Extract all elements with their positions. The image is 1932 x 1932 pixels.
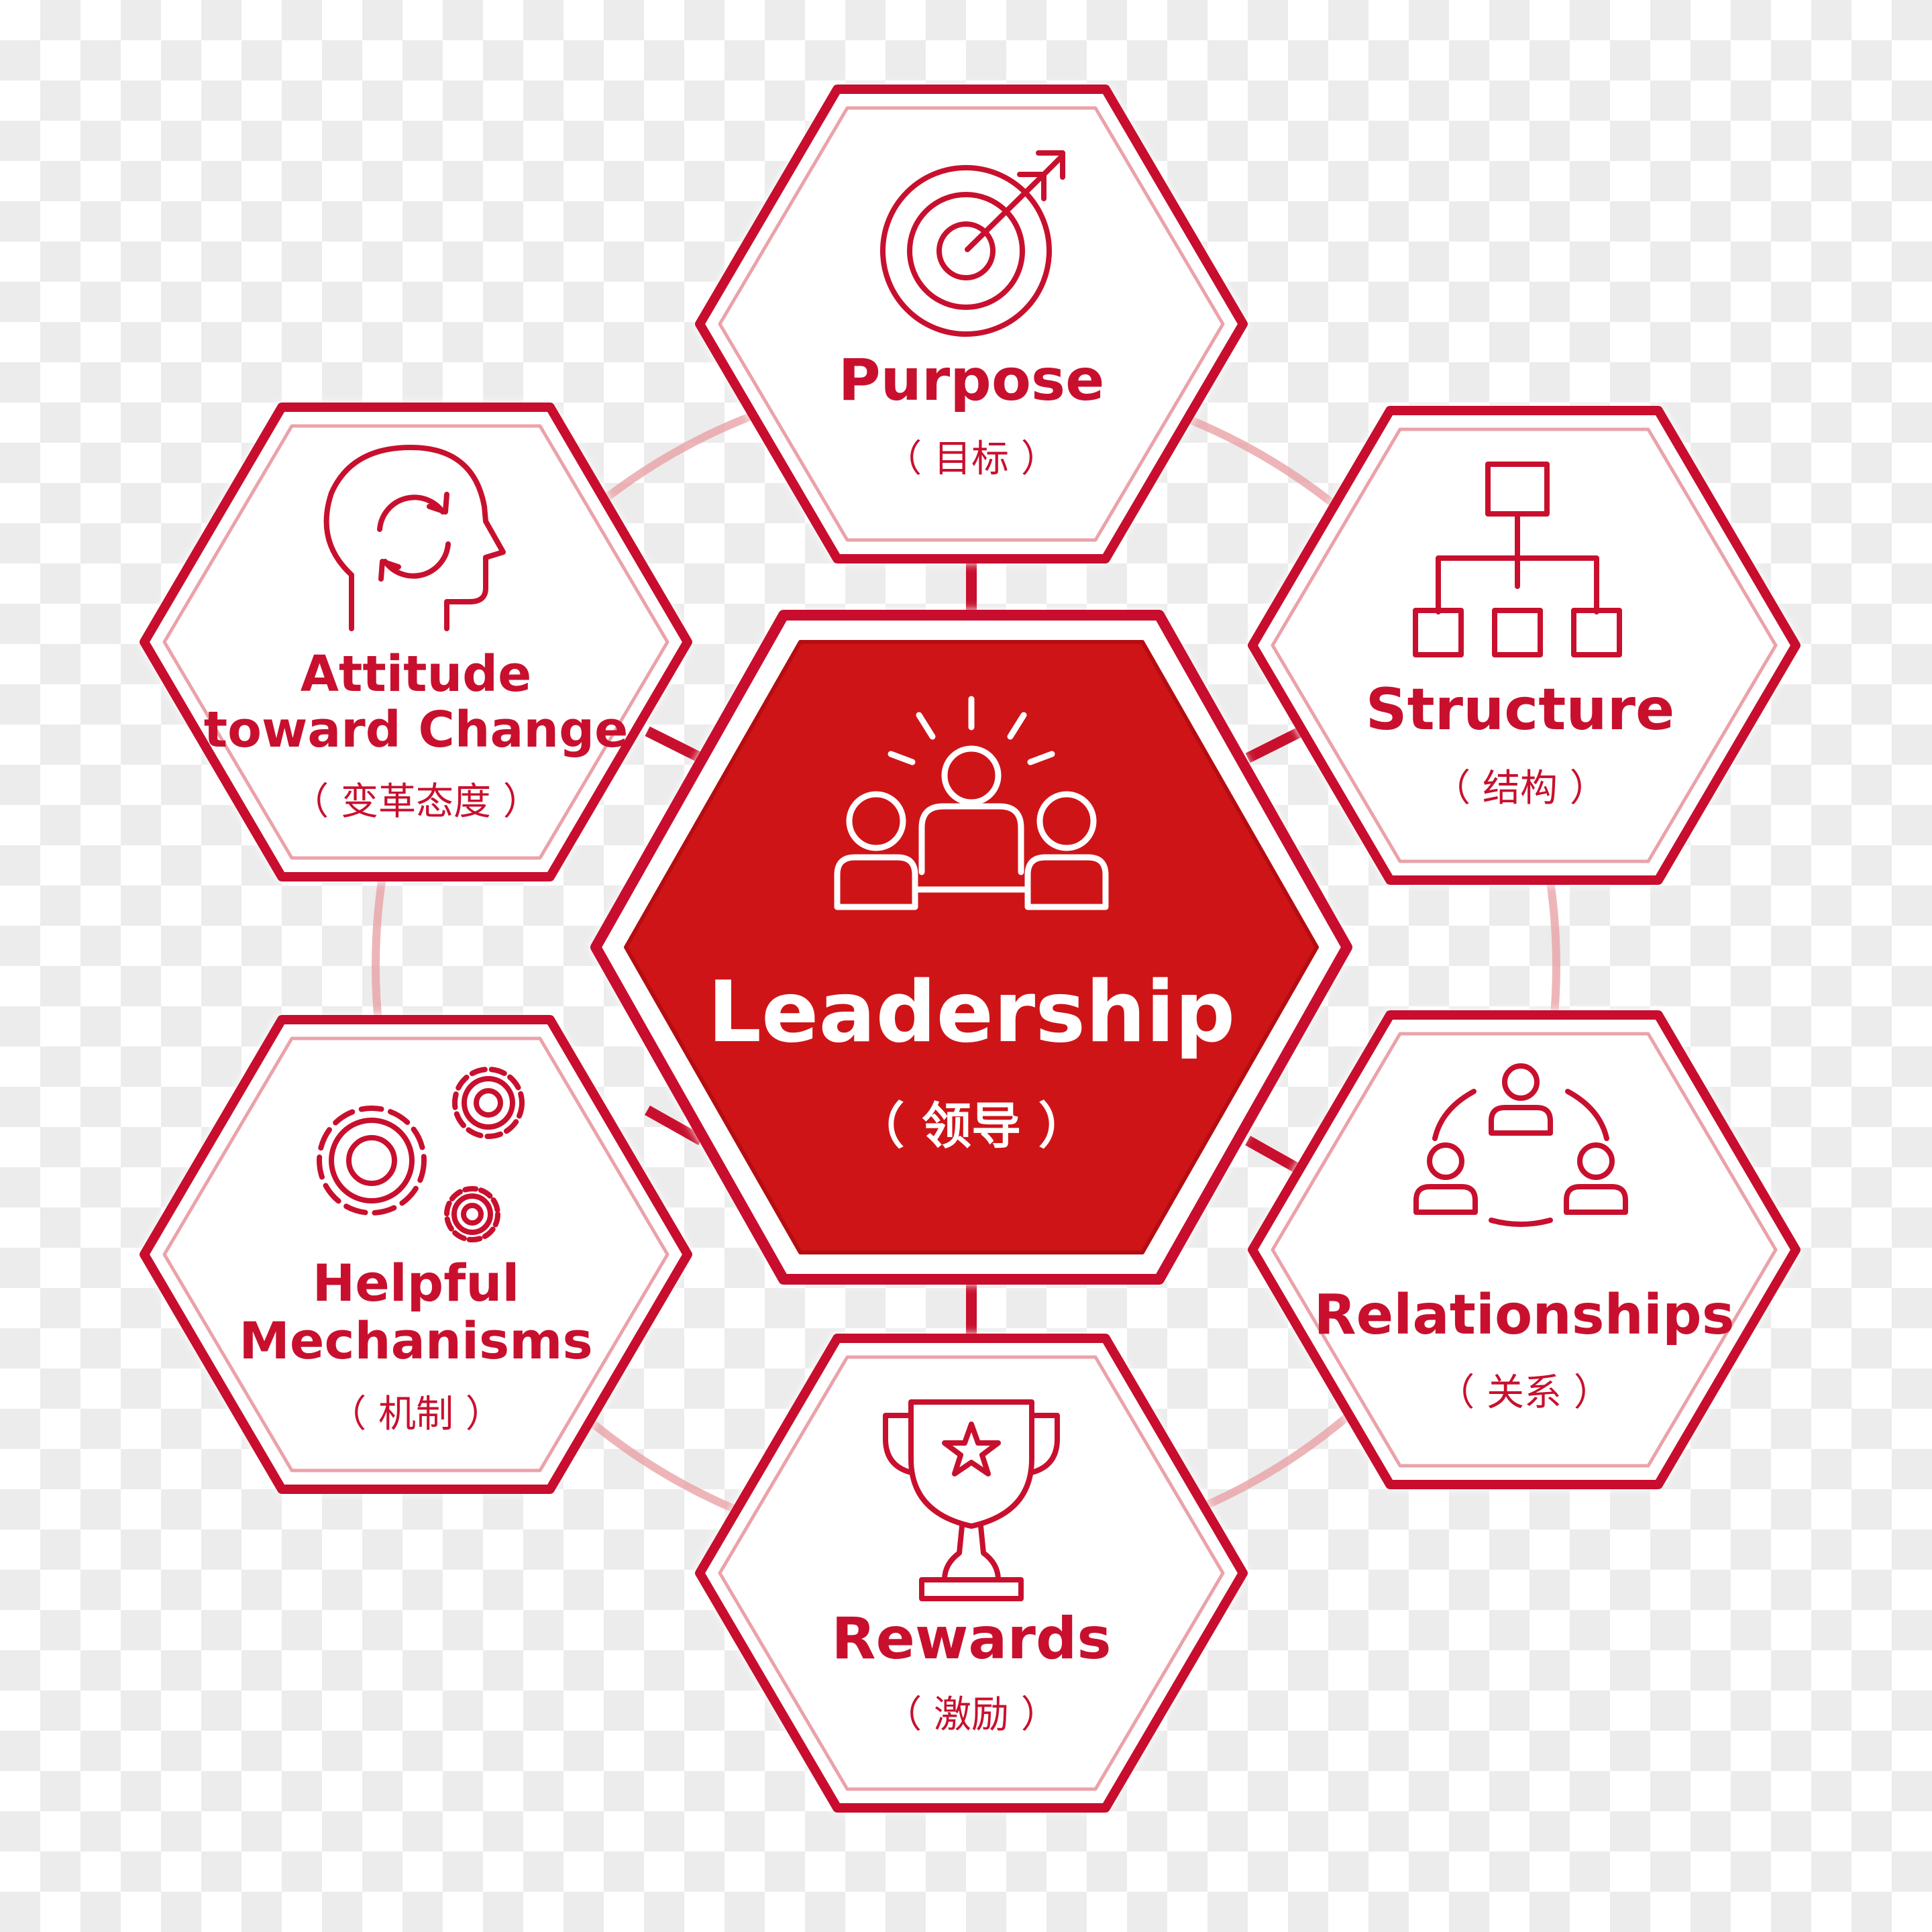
head-cycle-icon: [323, 445, 506, 631]
center-title: Leadership: [708, 963, 1236, 1061]
node-title: Purpose: [839, 347, 1105, 414]
trophy-icon: [883, 1399, 1060, 1601]
node-title: Relationships: [1313, 1283, 1734, 1347]
node-subtitle: （ 机制 ）: [329, 1393, 503, 1436]
center-leadership-node[interactable]: Leadership （ 领导 ）: [590, 610, 1352, 1285]
node-title-line-1: Attitude: [301, 645, 532, 703]
node-purpose[interactable]: Purpose （ 目标 ）: [695, 85, 1248, 564]
node-subtitle: （ 关系 ）: [1437, 1371, 1611, 1415]
node-mechanisms[interactable]: Helpful Mechanisms （ 机制 ）: [140, 1015, 692, 1494]
node-title: Rewards: [831, 1605, 1111, 1672]
node-subtitle: （ 变革态度 ）: [291, 780, 541, 824]
node-title-line-2: toward Change: [204, 701, 629, 759]
gears-icon: [317, 1067, 525, 1242]
center-subtitle: （ 领导 ）: [855, 1097, 1088, 1155]
node-attitude[interactable]: Attitude toward Change （ 变革态度 ）: [140, 402, 692, 881]
node-subtitle: （ 目标 ）: [884, 437, 1059, 481]
node-subtitle: （ 激励 ）: [884, 1693, 1059, 1737]
org-chart-icon: [1413, 462, 1622, 657]
node-rewards[interactable]: Rewards （ 激励 ）: [695, 1334, 1248, 1813]
node-subtitle: （ 结构 ）: [1433, 767, 1607, 810]
target-icon: [880, 150, 1065, 337]
node-title-line-2: Mechanisms: [239, 1311, 592, 1371]
team-leader-icon: [834, 696, 1109, 910]
node-relationships[interactable]: Relationships （ 关系 ）: [1248, 1010, 1801, 1489]
node-title: Structure: [1366, 676, 1675, 743]
people-network-icon: [1413, 1063, 1628, 1227]
node-title-line-1: Helpful: [313, 1253, 520, 1313]
node-structure[interactable]: Structure （ 结构 ）: [1248, 406, 1801, 885]
